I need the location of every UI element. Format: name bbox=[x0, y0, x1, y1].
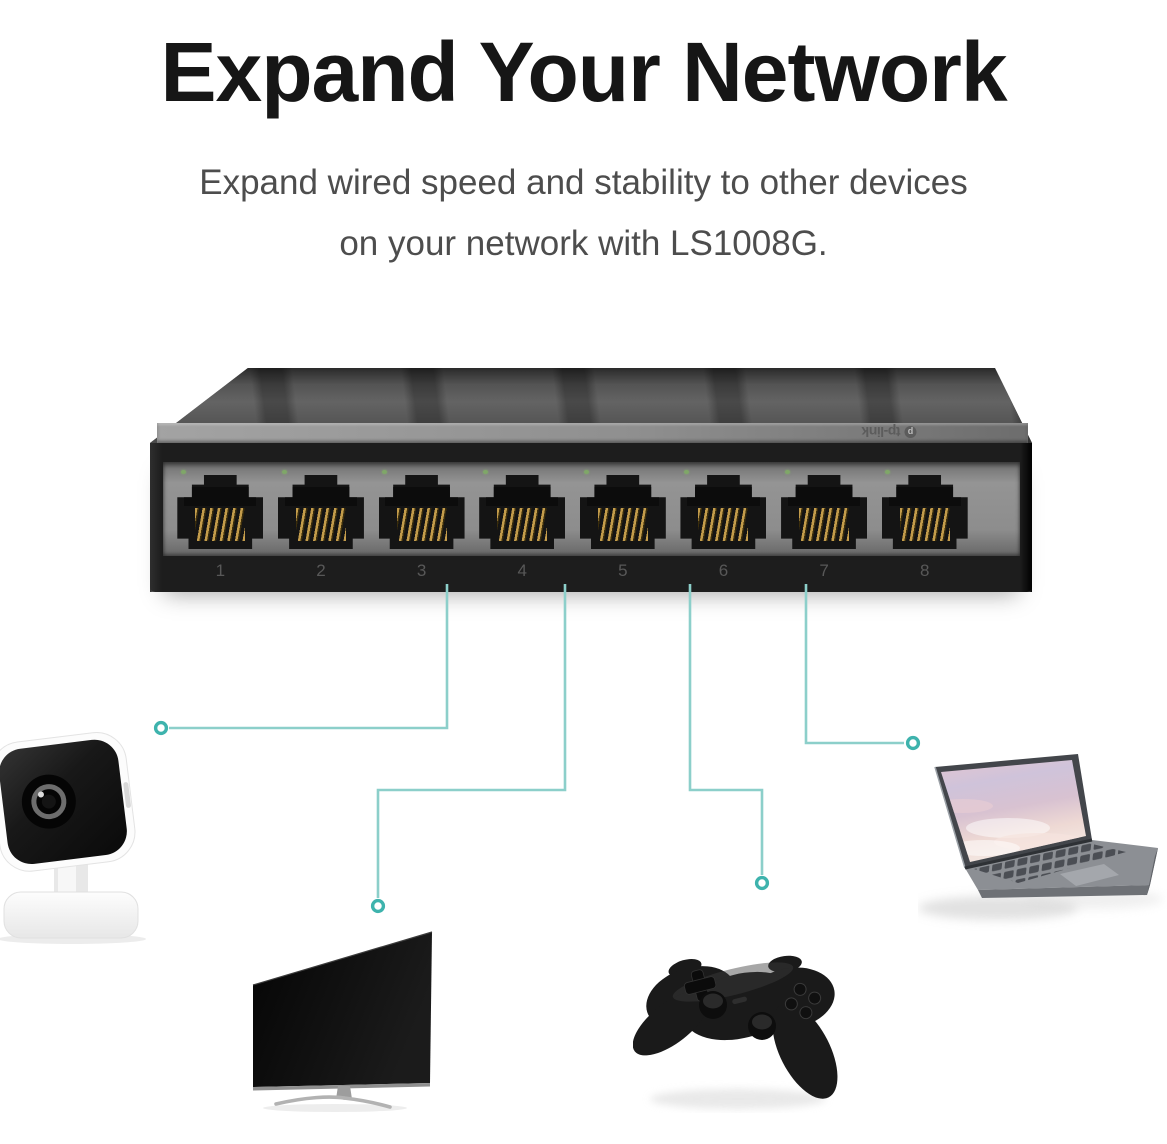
laptop-illustration bbox=[918, 754, 1163, 920]
led-indicator bbox=[382, 470, 388, 474]
rj45-port-3 bbox=[371, 469, 472, 549]
tv-screen bbox=[253, 932, 432, 1087]
camera-head bbox=[0, 732, 136, 872]
network-switch-illustration: p tp-link 1 2 3 bbox=[150, 368, 1032, 592]
port-label-1: 1 bbox=[215, 561, 226, 580]
tv-stand-foot-right bbox=[342, 1096, 392, 1109]
subtitle-line-2: on your network with LS1008G. bbox=[339, 224, 828, 263]
page-subtitle: Expand wired speed and stability to othe… bbox=[0, 152, 1167, 274]
controller-dpad bbox=[683, 969, 717, 1002]
endpoint-ring-laptop bbox=[905, 735, 921, 751]
led-indicator bbox=[281, 470, 287, 474]
tp-link-logo-mark-icon: p bbox=[904, 426, 916, 438]
endpoint-ring-controller bbox=[754, 875, 770, 891]
rj45-jack-icon bbox=[177, 475, 264, 549]
rj45-jack-icon bbox=[277, 475, 364, 549]
ports-row bbox=[170, 469, 975, 549]
led-indicator bbox=[583, 470, 589, 474]
controller-face-buttons bbox=[784, 982, 822, 1020]
controller-grip-right bbox=[772, 1003, 838, 1099]
rj45-port-2 bbox=[271, 469, 372, 549]
endpoint-ring-tv bbox=[370, 898, 386, 914]
rj45-jack-icon bbox=[378, 475, 465, 549]
rj45-jack-icon bbox=[781, 475, 868, 549]
led-indicator bbox=[684, 470, 690, 474]
led-indicator bbox=[181, 470, 186, 474]
tv-illustration bbox=[252, 931, 433, 1112]
port-number-labels: 1 2 3 4 5 6 7 8 bbox=[170, 561, 975, 585]
wire-port6-controller bbox=[688, 584, 764, 875]
port-label-2: 2 bbox=[316, 561, 326, 580]
controller-grip-left bbox=[633, 990, 710, 1056]
rj45-jack-icon bbox=[579, 475, 666, 549]
rj45-port-8 bbox=[874, 469, 975, 549]
tv-stand-foot-left bbox=[274, 1095, 346, 1106]
subtitle-line-1: Expand wired speed and stability to othe… bbox=[199, 163, 968, 202]
port-label-4: 4 bbox=[517, 561, 527, 580]
port-label-7: 7 bbox=[819, 561, 829, 580]
rj45-port-6 bbox=[673, 469, 774, 549]
led-indicator bbox=[482, 470, 488, 474]
port-label-6: 6 bbox=[718, 561, 729, 580]
led-indicator bbox=[784, 470, 790, 474]
tp-link-logo-text: tp-link bbox=[861, 424, 901, 440]
rj45-jack-icon bbox=[479, 475, 566, 549]
rj45-port-5 bbox=[573, 469, 674, 549]
page-title: Expand Your Network bbox=[160, 25, 1007, 119]
rj45-jack-icon bbox=[680, 475, 767, 549]
endpoint-ring-camera bbox=[153, 720, 169, 736]
led-indicator bbox=[885, 470, 891, 474]
laptop-keyboard bbox=[974, 843, 1126, 883]
wire-port4-tv bbox=[376, 584, 567, 898]
tp-link-logo: p tp-link bbox=[861, 424, 916, 440]
wire-port7-laptop bbox=[804, 584, 904, 745]
switch-front-face: 1 2 3 4 5 6 7 8 bbox=[150, 443, 1032, 592]
game-controller-illustration bbox=[633, 955, 838, 1109]
port-label-5: 5 bbox=[618, 561, 628, 580]
rj45-port-4 bbox=[472, 469, 573, 549]
camera-side-button bbox=[123, 782, 131, 808]
port-label-8: 8 bbox=[919, 561, 930, 580]
port-label-3: 3 bbox=[416, 561, 427, 580]
wire-port3-camera bbox=[169, 584, 449, 730]
controller-analog-sticks bbox=[699, 991, 776, 1040]
switch-top-bevel: p tp-link bbox=[157, 423, 1028, 443]
switch-port-panel bbox=[163, 462, 1020, 556]
ip-camera-illustration bbox=[0, 732, 146, 944]
rj45-jack-icon bbox=[881, 475, 968, 549]
laptop-trackpad bbox=[1060, 864, 1119, 886]
rj45-port-1 bbox=[170, 469, 271, 549]
rj45-port-7 bbox=[774, 469, 875, 549]
